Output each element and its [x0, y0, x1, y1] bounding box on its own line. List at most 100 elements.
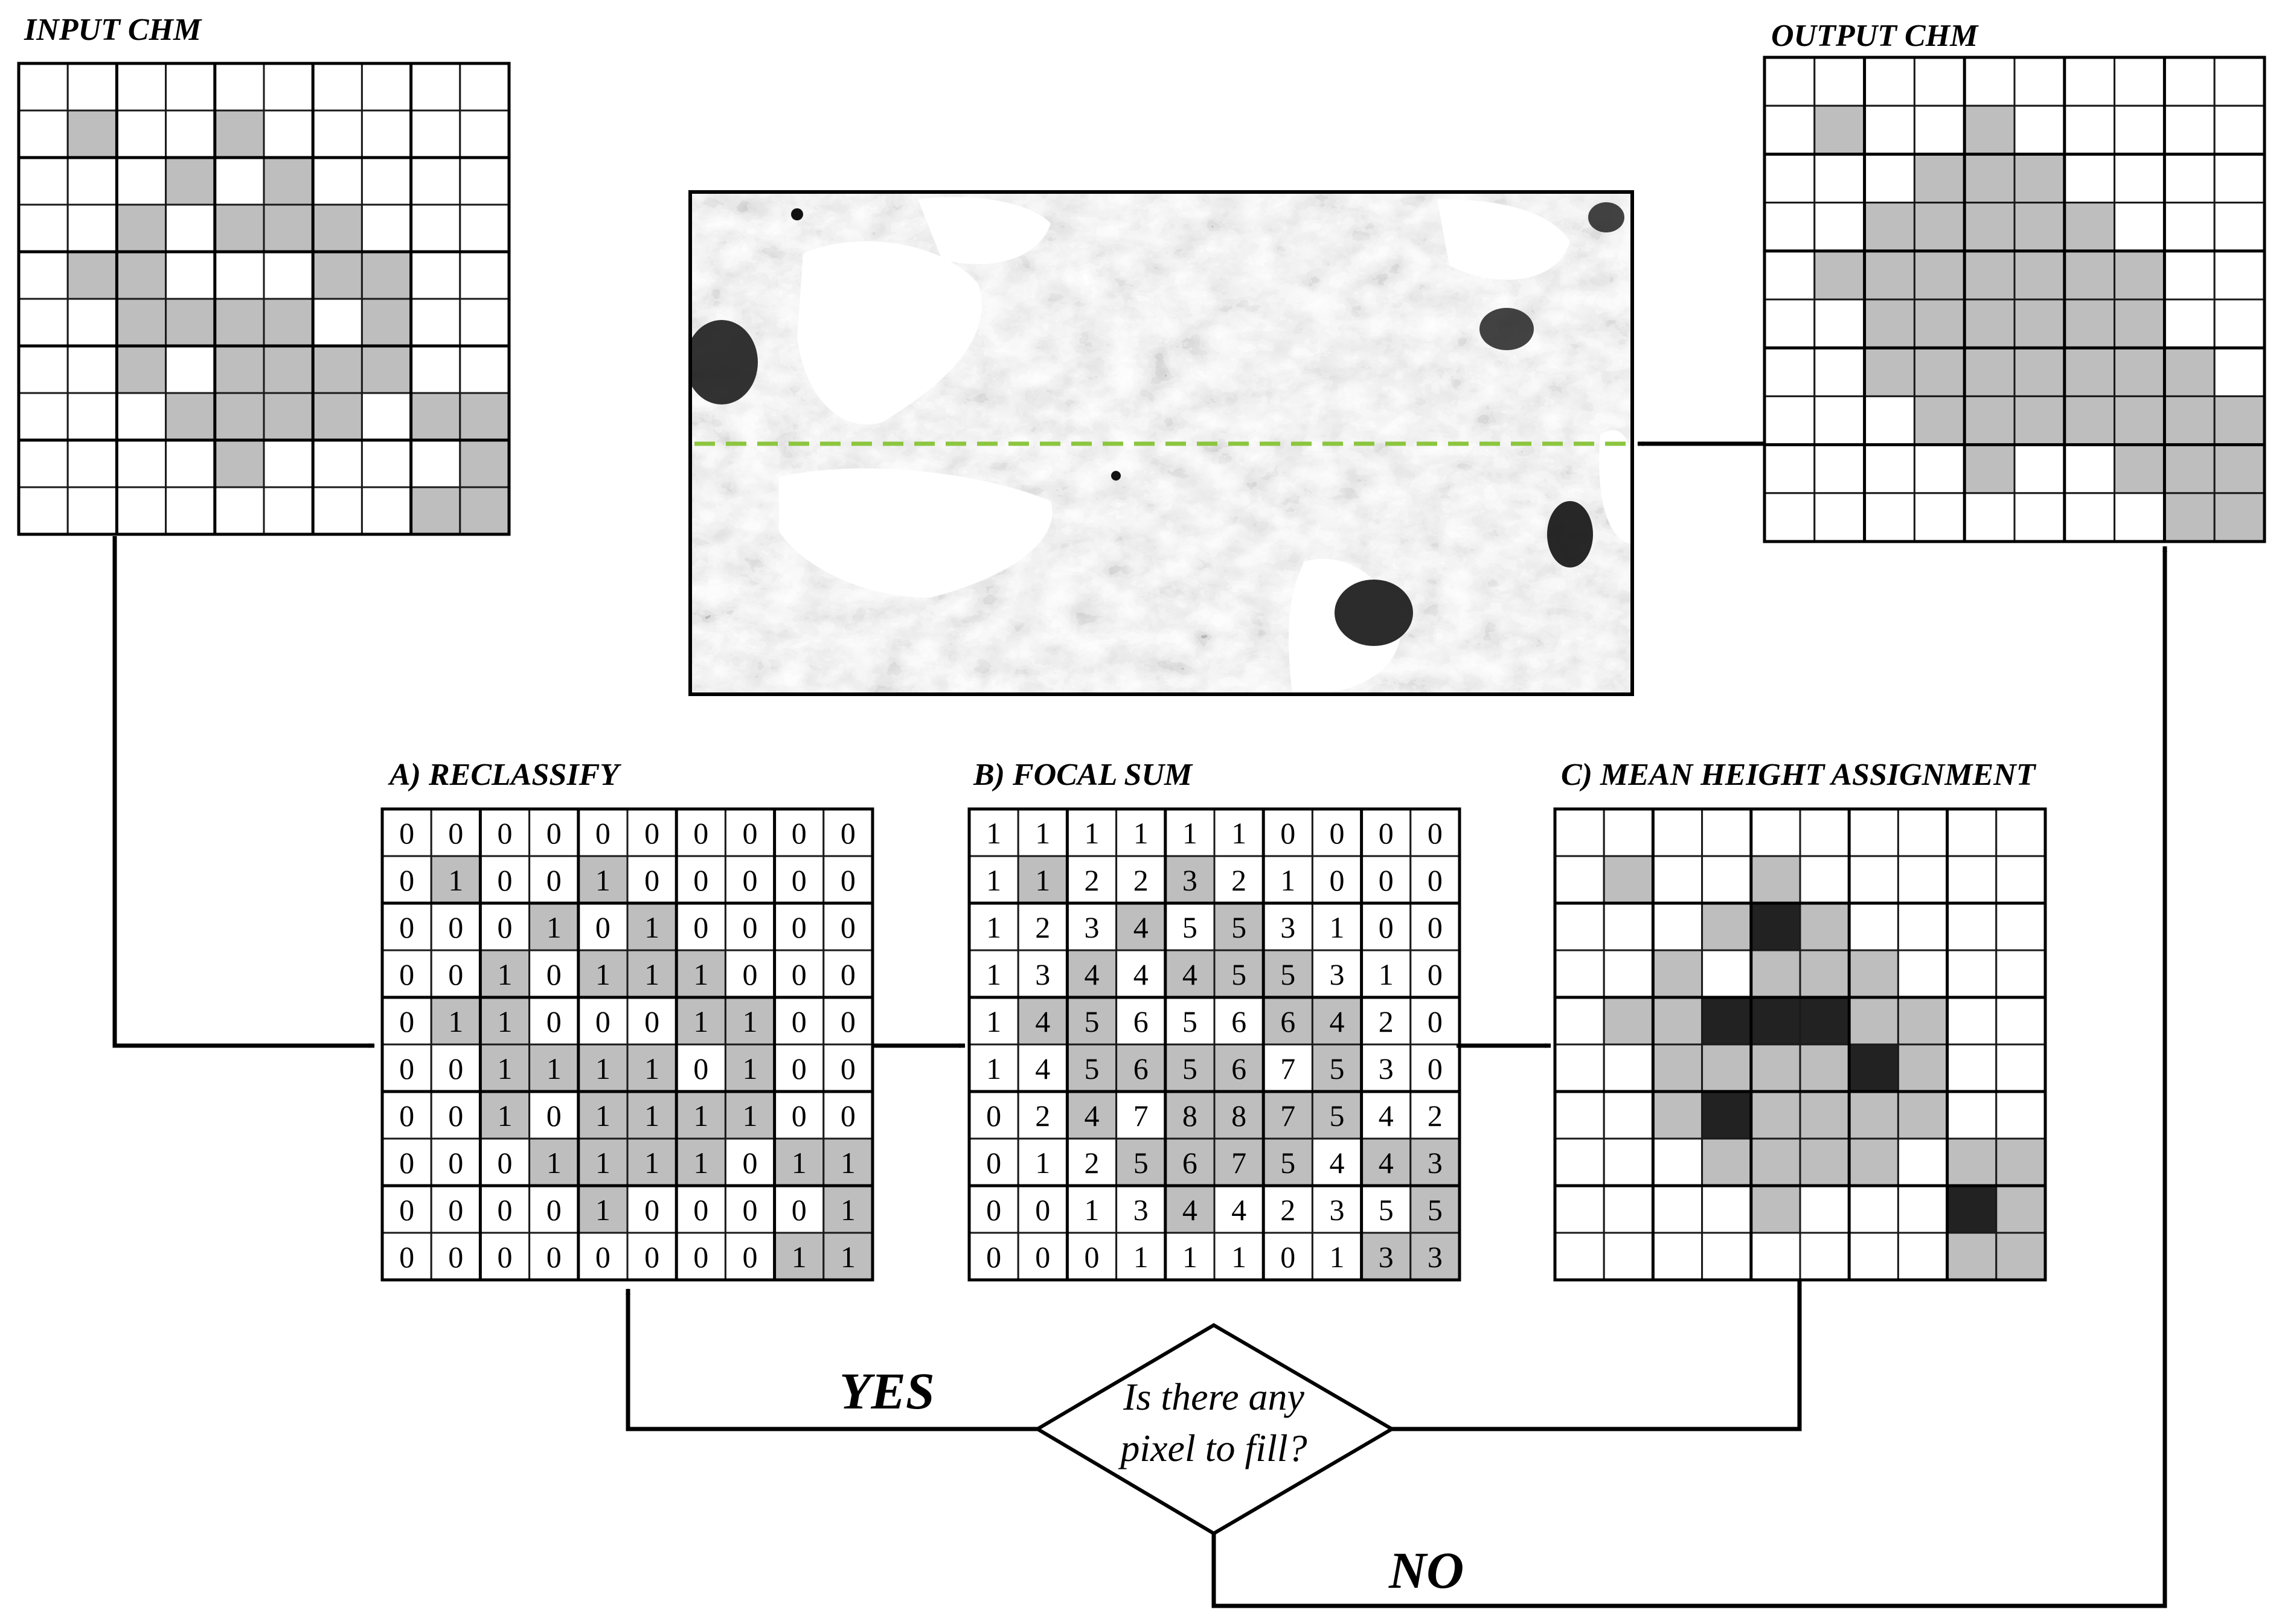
grid-cell-value: 0 — [448, 1099, 463, 1133]
grid-cell — [1603, 808, 1654, 857]
grid-cell — [2163, 347, 2216, 397]
grid-cell — [1897, 808, 1949, 857]
grid-cell-value: 0 — [498, 910, 513, 944]
grid-cell-value: 2 — [1035, 1099, 1050, 1133]
grid-cell — [1262, 1090, 1313, 1140]
line-mean-height-to-decision — [1392, 1279, 1802, 1431]
grid-cell — [66, 109, 118, 159]
grid-cell-value: 1 — [546, 910, 562, 944]
grid-cell — [1750, 996, 1801, 1046]
grid-cell — [1963, 347, 2016, 397]
grid-cell — [361, 62, 412, 112]
grid-cell-value: 2 — [1379, 1005, 1394, 1038]
grid-cell — [1361, 1184, 1412, 1234]
output-chm-title: OUTPUT CHM — [1771, 19, 1979, 53]
grid-cell-value: 0 — [546, 816, 562, 850]
grid-cell — [430, 996, 481, 1046]
grid-cell-value: 0 — [448, 1193, 463, 1227]
grid-cell — [18, 156, 69, 206]
grid-cell-value: 5 — [1085, 1052, 1100, 1085]
grid-cell — [1554, 808, 1605, 857]
raster-dark-spot — [1588, 202, 1624, 232]
grid-cell — [1897, 1043, 1949, 1093]
grid-cell-value: 0 — [693, 1052, 708, 1085]
grid-cell — [1995, 1184, 2046, 1234]
grid-cell — [381, 949, 432, 999]
grid-cell — [18, 439, 69, 488]
grid-cell — [1750, 1090, 1801, 1140]
grid-cell-value: 1 — [693, 1099, 708, 1133]
grid-cell — [479, 855, 531, 904]
grid-cell — [774, 996, 825, 1046]
grid-cell — [1848, 1137, 1899, 1187]
grid-cell — [2063, 395, 2116, 446]
grid-cell — [626, 1232, 678, 1281]
grid-cell — [1946, 1043, 1998, 1093]
grid-cell — [214, 251, 265, 300]
grid-cell — [410, 251, 461, 300]
grid-cell — [2163, 444, 2216, 494]
grid-cell — [1897, 1184, 1949, 1234]
grid-cell — [1701, 1232, 1752, 1281]
grid-cell — [1946, 808, 1998, 857]
grid-cell — [1813, 56, 1866, 107]
grid-cell — [1848, 855, 1899, 904]
grid-cell — [1554, 1137, 1605, 1187]
grid-cell-value: 2 — [1085, 1146, 1100, 1180]
grid-cell — [459, 486, 510, 535]
grid-cell — [430, 1232, 481, 1281]
grid-cell — [214, 439, 265, 488]
grid-cell-value: 3 — [1379, 1052, 1394, 1085]
grid-cell — [1409, 949, 1461, 999]
grid-cell-value: 4 — [1182, 1193, 1197, 1227]
arrow-no-to-output-chm — [1211, 546, 2167, 1608]
raster-gap — [1599, 430, 1632, 543]
grid-cell — [1848, 1043, 1899, 1093]
grid-cell-value: 0 — [1428, 816, 1443, 850]
grid-cell — [361, 156, 412, 206]
grid-cell-value: 4 — [1182, 957, 1197, 991]
grid-cell — [1701, 1184, 1752, 1234]
grid-cell — [528, 1043, 580, 1093]
grid-cell — [479, 1232, 531, 1281]
grid-cell — [165, 392, 216, 441]
grid-cell — [410, 203, 461, 253]
grid-cell-value: 1 — [595, 1146, 611, 1180]
grid-cell-value: 5 — [1379, 1193, 1394, 1227]
grid-cell — [1946, 996, 1998, 1046]
grid-cell — [2013, 395, 2066, 446]
grid-cell — [410, 109, 461, 159]
grid-cell — [1813, 444, 1866, 494]
grid-cell-value: 3 — [1133, 1193, 1149, 1227]
grid-cell — [2213, 153, 2266, 204]
grid-cell-value: 1 — [595, 957, 611, 991]
grid-cell — [528, 1137, 580, 1187]
grid-cell-value: 4 — [1133, 957, 1149, 991]
input-chm-grid — [17, 62, 511, 536]
grid-cell-value: 0 — [546, 1099, 562, 1133]
grid-cell — [1897, 1090, 1949, 1140]
grid-cell — [1813, 250, 1866, 301]
grid-frame — [1763, 56, 2266, 543]
grid-cell — [1848, 1232, 1899, 1281]
grid-cell — [361, 345, 412, 394]
grid-cell — [1066, 1137, 1118, 1187]
grid-cell-value: 3 — [1085, 910, 1100, 944]
grid-cell — [2114, 153, 2165, 204]
grid-cell — [410, 486, 461, 535]
grid-cell — [1963, 492, 2016, 543]
grid-cell — [1897, 949, 1949, 999]
no-label: NO — [1388, 1541, 1464, 1599]
grid-cell — [2163, 395, 2216, 446]
grid-cell-value: 1 — [743, 1099, 758, 1133]
grid-cell — [18, 203, 69, 253]
grid-cell-value: 4 — [1085, 957, 1100, 991]
grid-cell — [1799, 902, 1850, 951]
grid-cell-value: 2 — [1231, 863, 1246, 897]
grid-cell-value: 1 — [986, 863, 1001, 897]
grid-cell-value: 1 — [1182, 816, 1197, 850]
grid-cell — [1750, 1043, 1801, 1093]
grid-cell — [459, 251, 510, 300]
grid-cell-value: 1 — [1231, 816, 1246, 850]
grid-cell-value: 0 — [743, 1146, 758, 1180]
